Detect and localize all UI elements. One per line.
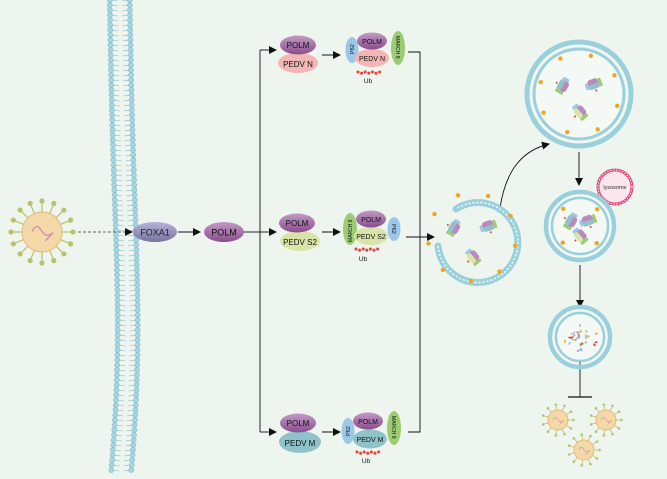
svg-text:Ub: Ub (364, 78, 373, 85)
svg-text:MARCH 8: MARCH 8 (390, 416, 396, 439)
polm-label: POLM (211, 228, 237, 238)
lysosome: lysosome (596, 168, 634, 206)
n-merge-line (408, 51, 421, 237)
svg-text:PEDV M: PEDV M (285, 439, 316, 448)
ubiquitin-chain (354, 246, 380, 253)
svg-text:POLM: POLM (361, 217, 381, 224)
n-complex: P62 MARCH 8 POLM PEDV N Ub (345, 31, 405, 85)
degraded-fragments (563, 323, 598, 353)
svg-text:PEDV N: PEDV N (359, 56, 385, 63)
polm-node: POLM (204, 222, 244, 242)
polm-pedv-m-pair: POLM PEDV M (279, 413, 321, 453)
svg-text:Ub: Ub (359, 256, 368, 263)
polm-pedv-n-pair: POLM PEDV N (278, 35, 318, 73)
svg-text:MARCH 8: MARCH 8 (348, 219, 354, 242)
cell-membrane (106, 0, 141, 473)
svg-text:POLM: POLM (358, 419, 378, 426)
to-autophagosome-arrow (499, 141, 550, 209)
svg-text:POLM: POLM (286, 219, 309, 228)
progeny-virions (541, 403, 623, 467)
svg-text:P62: P62 (390, 224, 396, 234)
svg-text:PEDV S2: PEDV S2 (356, 234, 386, 241)
pathway-arrows (78, 46, 592, 436)
degradation-vesicle (547, 304, 613, 370)
autolysosome (543, 189, 617, 263)
svg-text:PEDV N: PEDV N (283, 60, 313, 69)
polm-pedv-s2-pair: POLM PEDV S2 (279, 213, 320, 251)
ubiquitin-chain (355, 450, 381, 456)
lysosome-label: lysosome (603, 185, 626, 191)
svg-text:MARCH 8: MARCH 8 (394, 36, 400, 59)
foxa1-label: FOXA1 (140, 228, 170, 238)
phagophore (434, 199, 522, 286)
svg-text:P62: P62 (350, 44, 356, 54)
svg-text:PEDV M: PEDV M (357, 437, 384, 444)
svg-text:Ub: Ub (362, 458, 371, 465)
foxa1-node: FOXA1 (133, 222, 177, 242)
s2-complex: MARCH 8 P62 POLM PEDV S2 Ub (343, 210, 401, 263)
ubiquitin-chain (356, 69, 382, 76)
svg-text:P62: P62 (346, 426, 352, 436)
svg-text:POLM: POLM (362, 39, 382, 46)
svg-text:POLM: POLM (287, 419, 310, 428)
autophagosome (524, 39, 634, 149)
svg-text:POLM: POLM (287, 41, 310, 50)
m-merge-line (408, 237, 421, 433)
pedv-virion (8, 198, 76, 266)
m-complex: P62 MARCH 8 POLM PEDV M Ub (341, 411, 401, 465)
svg-text:PEDV S2: PEDV S2 (283, 238, 317, 247)
